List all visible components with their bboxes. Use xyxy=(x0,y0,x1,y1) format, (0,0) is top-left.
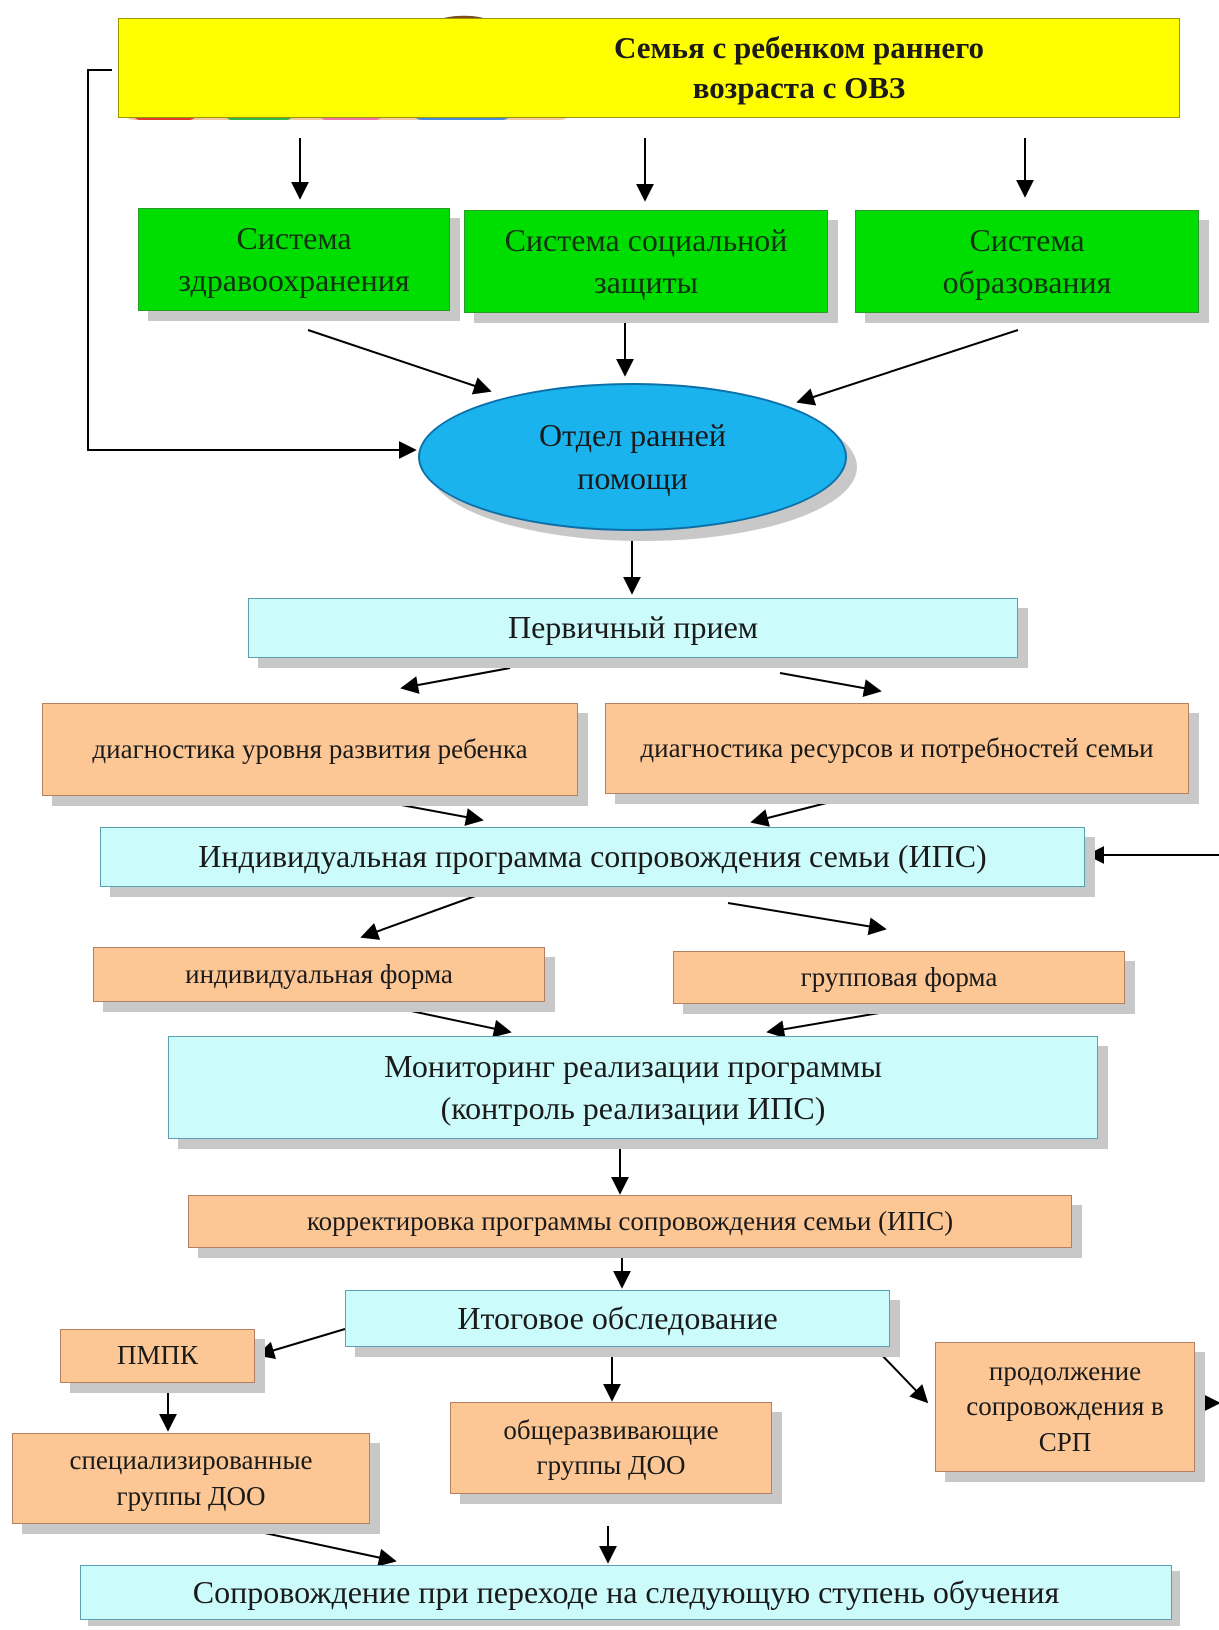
general-groups-label: общеразвивающие группы ДОО xyxy=(503,1414,719,1480)
individual-form-box: индивидуальная форма xyxy=(93,947,545,1002)
diag-child-box: диагностика уровня развития ребенка xyxy=(42,703,578,796)
primary-intake-box: Первичный прием xyxy=(248,598,1018,658)
early-help-label: Отдел ранней помощи xyxy=(539,416,726,496)
monitoring-label-line2: (контроль реализации ИПС) xyxy=(440,1089,826,1126)
diag-family-box: диагностика ресурсов и потребностей семь… xyxy=(605,703,1189,794)
ips-label: Индивидуальная программа сопровождения с… xyxy=(198,838,987,875)
arrow-final-to-continue xyxy=(876,1349,929,1404)
primary-intake-label: Первичный прием xyxy=(507,609,759,646)
group-form-box: групповая форма xyxy=(673,951,1125,1004)
arrow-intake-to-diag-family xyxy=(779,672,882,697)
arrow-final-to-pmpk xyxy=(256,1328,346,1359)
special-groups-box: специализированные группы ДОО xyxy=(12,1433,370,1524)
ips-box: Индивидуальная программа сопровождения с… xyxy=(100,827,1085,887)
arrow-intake-to-diag-child xyxy=(400,667,511,694)
arrow-family-loop-to-center xyxy=(87,69,417,459)
monitoring-box: Мониторинг реализации программы (контрол… xyxy=(168,1036,1098,1139)
family-title-box: Семья с ребенком раннего возраста с ОВЗ xyxy=(118,18,1180,118)
pmpk-label: ПМПК xyxy=(116,1340,198,1371)
early-help-department: Отдел ранней помощи xyxy=(418,383,847,531)
system-education-box: Система образования xyxy=(855,210,1199,313)
system-education-label: Система образования xyxy=(942,221,1112,300)
final-exam-box: Итоговое обследование xyxy=(345,1290,890,1347)
arrow-health-to-center xyxy=(307,329,492,395)
transition-box: Сопровождение при переходе на следующую … xyxy=(80,1565,1172,1620)
continue-support-box: продолжение сопровождения в СРП xyxy=(935,1342,1195,1472)
special-groups-label: специализированные группы ДОО xyxy=(69,1445,313,1511)
transition-label: Сопровождение при переходе на следующую … xyxy=(192,1573,1060,1610)
monitoring-label-line1: Мониторинг реализации программы xyxy=(384,1047,882,1084)
general-groups-box: общеразвивающие группы ДОО xyxy=(450,1402,772,1494)
arrow-ips-to-individual xyxy=(360,894,479,940)
correction-box: корректировка программы сопровождения се… xyxy=(188,1195,1072,1248)
arrow-special-to-transition xyxy=(231,1525,397,1567)
system-social-label: Система социальной защиты xyxy=(504,221,788,300)
arrow-ips-to-group xyxy=(727,902,887,936)
pmpk-box: ПМПК xyxy=(60,1329,255,1383)
system-social-box: Система социальной защиты xyxy=(464,210,828,313)
system-health-label: Система здравоохранения xyxy=(178,219,410,298)
diag-child-label: диагностика уровня развития ребенка xyxy=(92,733,528,764)
arrow-individual-to-monitoring xyxy=(377,1003,512,1038)
system-health-box: Система здравоохранения xyxy=(138,208,450,311)
diag-family-label: диагностика ресурсов и потребностей семь… xyxy=(640,732,1154,763)
individual-form-label: индивидуальная форма xyxy=(185,958,453,989)
continue-support-label: продолжение сопровождения в СРП xyxy=(966,1356,1164,1457)
group-form-label: групповая форма xyxy=(800,961,998,992)
correction-label: корректировка программы сопровождения се… xyxy=(306,1205,954,1236)
family-title: Семья с ребенком раннего возраста с ОВЗ xyxy=(613,29,985,105)
arrow-diag-family-to-ips xyxy=(750,796,851,827)
arrow-education-to-center xyxy=(796,329,1019,406)
arrow-group-to-monitoring xyxy=(766,1011,886,1039)
arrow-diag-child-to-ips xyxy=(357,796,484,826)
final-exam-label: Итоговое обследование xyxy=(457,1299,778,1336)
